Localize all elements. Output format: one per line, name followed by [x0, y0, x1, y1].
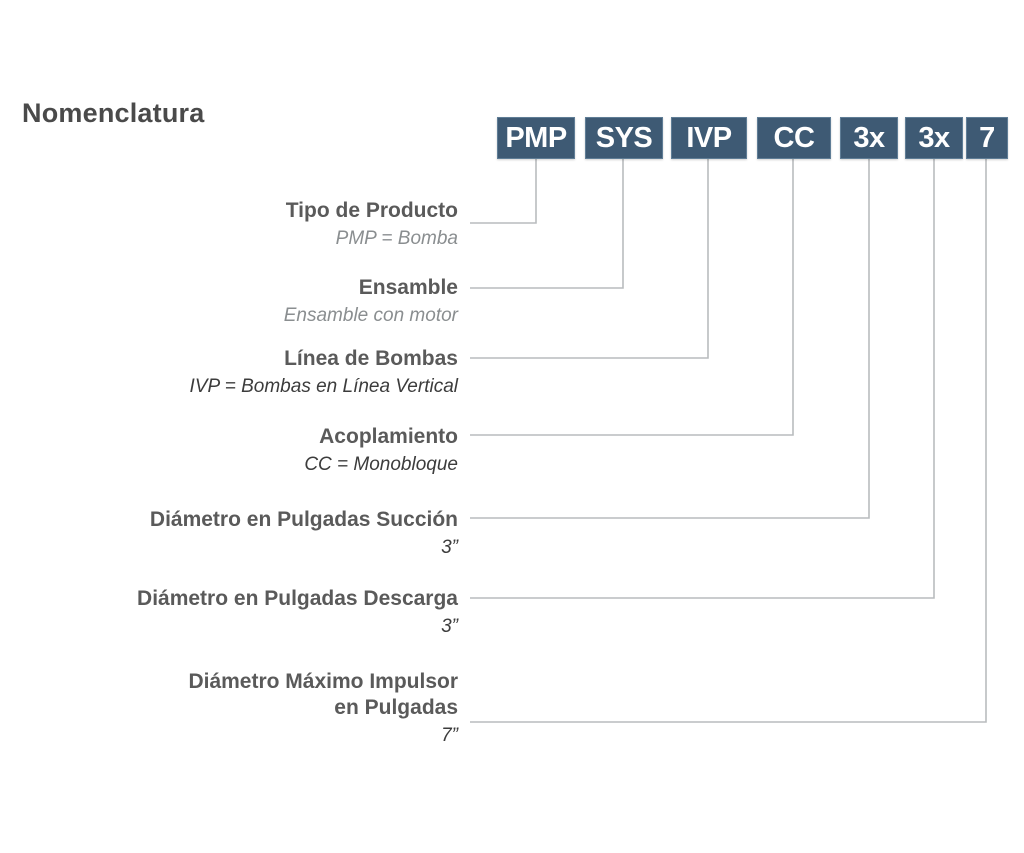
code-box-pmp-0[interactable]: PMP	[497, 117, 575, 159]
label-main-1: Ensamble	[358, 276, 458, 299]
code-box-ivp-2[interactable]: IVP	[671, 117, 747, 159]
label-main-6: Diámetro Máximo Impulsor en Pulgadas	[188, 670, 458, 719]
leader-line-1	[470, 159, 624, 289]
leader-line-2	[470, 159, 709, 359]
label-main-2: Línea de Bombas	[284, 347, 458, 370]
label-main-5: Diámetro en Pulgadas Descarga	[137, 587, 458, 610]
label-row-4: Diámetro en Pulgadas Succión 3”	[0, 507, 458, 561]
label-main-4: Diámetro en Pulgadas Succión	[149, 508, 458, 531]
label-sub-0: PMP = Bomba	[335, 228, 458, 249]
leader-line-3	[470, 159, 794, 436]
leader-line-4	[470, 159, 870, 519]
code-box-3x-4[interactable]: 3x	[840, 117, 898, 159]
code-box-7-6[interactable]: 7	[966, 117, 1008, 159]
label-row-6: Diámetro Máximo Impulsor en Pulgadas 7”	[0, 669, 458, 749]
code-box-3x-5[interactable]: 3x	[905, 117, 963, 159]
code-box-cc-3[interactable]: CC	[757, 117, 831, 159]
page-title: Nomenclatura	[22, 98, 205, 128]
label-main-3: Acoplamiento	[319, 425, 458, 448]
label-sub-2: IVP = Bombas en Línea Vertical	[189, 376, 458, 397]
leader-line-0	[470, 159, 537, 224]
label-row-3: Acoplamiento CC = Monobloque	[0, 424, 458, 478]
code-box-sys-1[interactable]: SYS	[585, 117, 663, 159]
label-sub-4: 3”	[441, 537, 458, 558]
label-sub-6: 7”	[441, 725, 458, 746]
label-main-0: Tipo de Producto	[285, 199, 458, 222]
leader-line-5	[470, 159, 935, 599]
label-sub-3: CC = Monobloque	[304, 454, 458, 475]
label-sub-5: 3”	[441, 616, 458, 637]
label-sub-1: Ensamble con motor	[283, 305, 458, 326]
label-row-5: Diámetro en Pulgadas Descarga 3”	[0, 586, 458, 640]
leader-line-6	[470, 159, 987, 723]
